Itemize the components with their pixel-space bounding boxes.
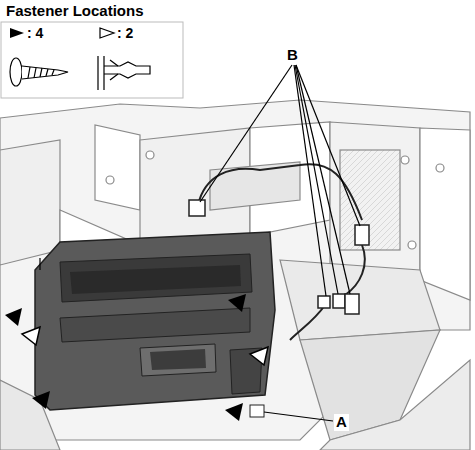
- connector-a: [250, 405, 264, 417]
- clip-marker: [22, 327, 268, 365]
- callout-letter: A: [334, 414, 349, 431]
- callout-letter: B: [285, 47, 300, 64]
- legend-inset: [1, 22, 183, 98]
- fastener-count: : 4: [27, 26, 43, 41]
- leader-line: [40, 65, 360, 421]
- fastener-count: : 2: [117, 26, 133, 41]
- dash-structure: [0, 100, 470, 450]
- screw-marker: [5, 294, 246, 421]
- legend-title: Fastener Locations: [6, 3, 144, 20]
- console-panel: [35, 232, 275, 417]
